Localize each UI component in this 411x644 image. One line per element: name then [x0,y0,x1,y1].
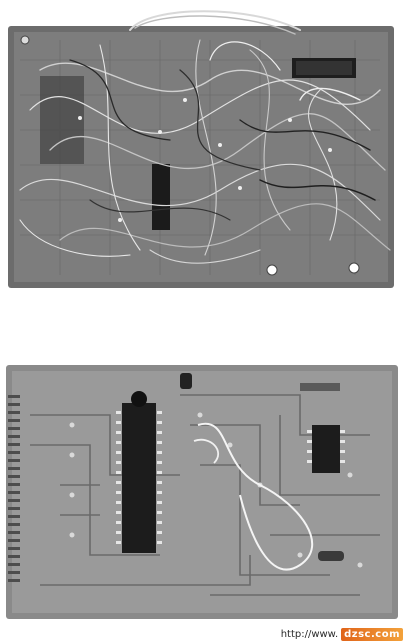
watermark-url: http://www. [280,628,339,640]
wirewrap-board [8,10,394,288]
pcb-board-photo [0,355,411,627]
edge-connector [8,395,20,582]
wirewrap-board-photo [0,0,411,300]
watermark: http://www. dzsc.com [281,626,403,642]
watermark-logo: dzsc.com [341,627,403,641]
pcb-board [6,365,398,619]
large-dip-chip [116,391,162,553]
small-dip-chip [307,425,345,473]
